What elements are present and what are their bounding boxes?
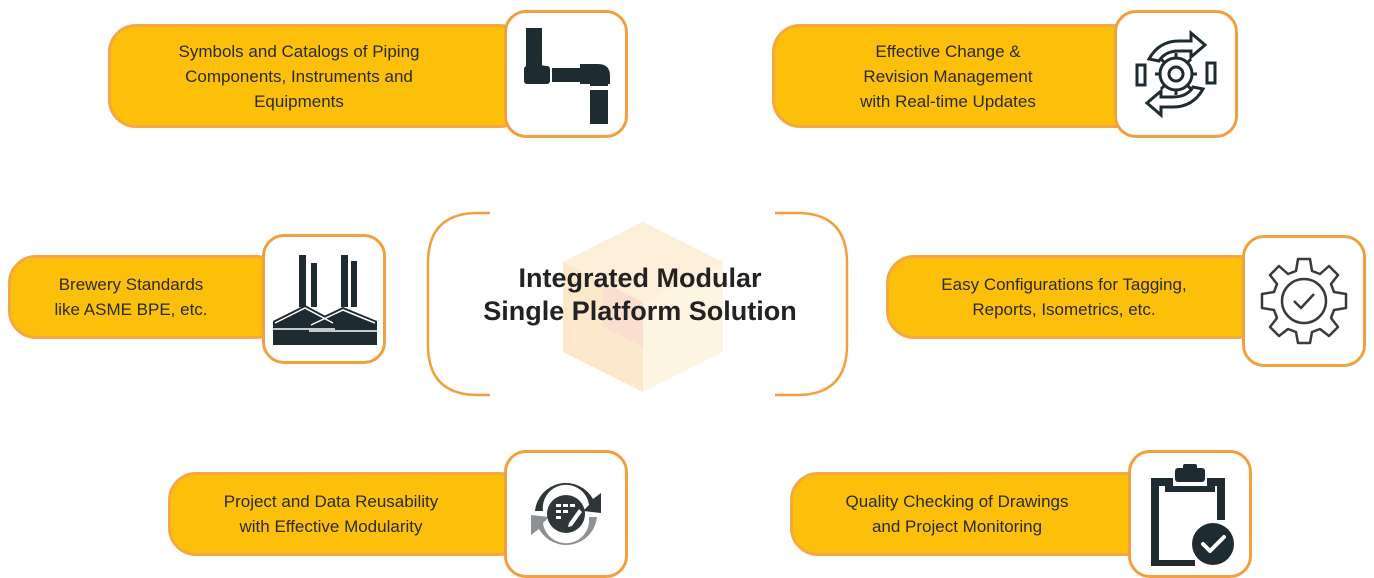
piping-icon: [524, 28, 610, 124]
feature-quality-checking-label: Quality Checking of Drawings and Project…: [790, 472, 1154, 556]
gear-check-icon: [1260, 257, 1348, 345]
clipboard-check-icon: [1151, 464, 1234, 566]
center-title-line-2: Single Platform Solution: [483, 296, 797, 326]
feature-piping-symbols-label: Symbols and Catalogs of Piping Component…: [108, 24, 528, 128]
reuse-cycle-icon: [531, 482, 601, 546]
brewery-factory-icon: [273, 255, 377, 345]
center-frame-left-bracket: [426, 211, 490, 397]
center-frame-right-bracket: [775, 211, 849, 397]
feature-easy-configurations-icon-box: [1242, 235, 1366, 367]
feature-easy-configurations-label: Easy Configurations for Tagging, Reports…: [886, 255, 1266, 339]
feature-brewery-standards-icon-box: [262, 234, 386, 364]
center-watermark: [563, 222, 723, 392]
center-title-line-1: Integrated Modular: [518, 263, 762, 293]
feature-revision-management-icon-box: [1114, 10, 1238, 138]
feature-piping-symbols-icon-box: [504, 10, 628, 138]
feature-revision-management-label: Effective Change & Revision Management w…: [772, 24, 1144, 128]
feature-quality-checking-icon-box: [1128, 450, 1252, 578]
feature-project-reusability-label: Project and Data Reusability with Effect…: [168, 472, 528, 556]
feature-brewery-standards-label: Brewery Standards like ASME BPE, etc.: [8, 255, 284, 339]
revision-cycle-gear-icon: [1135, 29, 1217, 119]
feature-project-reusability-icon-box: [504, 450, 628, 578]
center-title: Integrated Modular Single Platform Solut…: [440, 262, 840, 328]
